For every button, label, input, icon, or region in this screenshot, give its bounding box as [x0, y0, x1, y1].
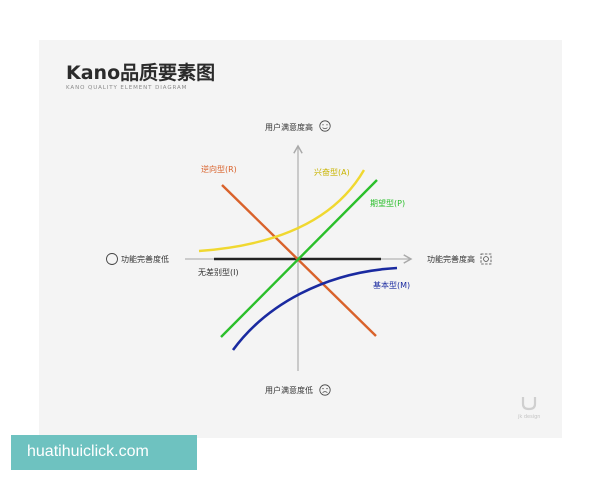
- label-reverse: 逆向型(R): [201, 164, 237, 174]
- label-indifferent: 无差别型(I): [198, 267, 239, 277]
- axis-label-bottom: 用户满意度低: [265, 385, 313, 395]
- curve-must-be: [231, 266, 398, 351]
- axis-label-top: 用户满意度高: [265, 122, 313, 132]
- sad-face-icon: [319, 384, 331, 396]
- footer-url-bar: [11, 435, 197, 470]
- label-must-be: 基本型(M): [373, 280, 410, 290]
- label-performance: 期望型(P): [370, 198, 405, 208]
- curve-attractive: [198, 169, 366, 253]
- watermark-text: jk design: [518, 414, 541, 420]
- full-frame-icon: [480, 253, 492, 265]
- label-attractive: 兴奋型(A): [314, 167, 350, 177]
- watermark-logo-icon: [521, 397, 537, 411]
- page-title: Kano品质要素图: [66, 62, 216, 84]
- smile-face-icon: [319, 120, 331, 132]
- axis-label-left: 功能完善度低: [121, 254, 169, 264]
- diagram-card: [39, 40, 562, 438]
- curve-performance: [220, 179, 378, 338]
- empty-circle-icon: [106, 253, 118, 265]
- footer-url[interactable]: huatihuiclick.com: [27, 443, 149, 460]
- axis-label-right: 功能完善度高: [427, 254, 475, 264]
- curve-reverse: [221, 184, 377, 337]
- page-subtitle: KANO QUALITY ELEMENT DIAGRAM: [66, 85, 188, 91]
